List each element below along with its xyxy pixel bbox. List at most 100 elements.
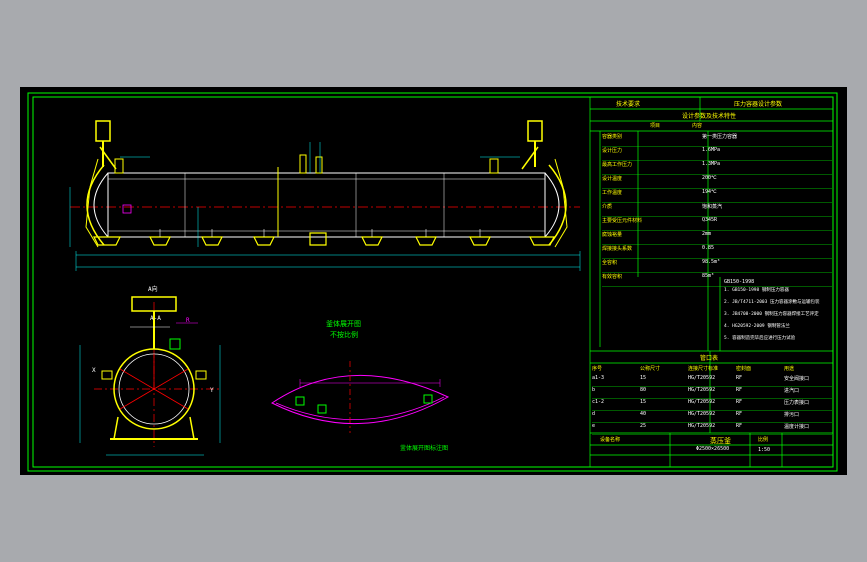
tb-nozzle-cell: HG/T20592 bbox=[688, 387, 716, 393]
outer-frame bbox=[27, 92, 838, 472]
tb-param-value: 85m³ bbox=[702, 273, 715, 279]
tb-param-label: 腐蚀裕量 bbox=[602, 232, 623, 238]
tb-nozzle-cell: 排污口 bbox=[784, 412, 800, 418]
tb-standards-list: 1. GB150-1998 钢制压力容器 2. JB/T4711-2003 压力容… bbox=[724, 287, 832, 347]
tb-param-value: 第一类压力容器 bbox=[702, 134, 738, 140]
radius-label: R bbox=[186, 317, 190, 324]
tb-param-row: 有效容积 85m³ bbox=[602, 273, 832, 287]
tb-param-value: 98.5m³ bbox=[702, 259, 721, 265]
tb-param-label: 最高工作压力 bbox=[602, 162, 633, 168]
tb-nozzle-cell: HG/T20592 bbox=[688, 411, 716, 417]
tb-standard-item: 5. 容器制造完毕后应进行压力试验 bbox=[724, 336, 796, 341]
tb-standard-item: 3. JB4708-2000 钢制压力容器焊接工艺评定 bbox=[724, 312, 819, 317]
tb-nozzle-cell: d bbox=[592, 411, 596, 417]
tb-param-value: 1.6MPa bbox=[702, 147, 721, 153]
tb-param-value: Q345R bbox=[702, 217, 718, 223]
tb-param-value: 饱和蒸汽 bbox=[702, 204, 723, 210]
tb-param-row: 焊接接头系数 0.85 bbox=[602, 245, 832, 259]
tb-nozzle-cell: 15 bbox=[640, 375, 647, 381]
tb-nozzle-col-header: 公称尺寸 bbox=[640, 366, 661, 372]
tb-param-value: 2mm bbox=[702, 231, 712, 237]
tb-nozzle-cell: HG/T20592 bbox=[688, 375, 716, 381]
tb-param-value: 200℃ bbox=[702, 175, 717, 181]
tb-nozzle-cell: e bbox=[592, 423, 596, 429]
title-block bbox=[589, 96, 834, 468]
tb-nozzle-row: e 25 HG/T20592 RF 温度计接口 bbox=[592, 423, 832, 435]
tb-drawing-no: Φ2500×26500 bbox=[696, 446, 730, 452]
tb-param-label: 焊接接头系数 bbox=[602, 246, 633, 252]
tb-nozzle-cell: 40 bbox=[640, 411, 647, 417]
tb-param-row: 腐蚀裕量 2mm bbox=[602, 231, 832, 245]
tb-param-label: 主要受压元件材料 bbox=[602, 218, 643, 224]
tb-nozzle-cols: 序号 公称尺寸 连接尺寸标准 密封面 用途 bbox=[592, 365, 832, 372]
tb-nozzle-cell: RF bbox=[736, 387, 743, 393]
tb-header-right: 压力容器设计参数 bbox=[734, 101, 783, 108]
tb-param-row: 介质 饱和蒸汽 bbox=[602, 203, 832, 217]
detail-label: A向 bbox=[148, 286, 158, 293]
tb-nozzle-cell: HG/T20592 bbox=[688, 423, 716, 429]
tb-nozzle-row: a1-3 15 HG/T20592 RF 安全阀接口 bbox=[592, 375, 832, 387]
tb-param-row: 容器类别 第一类压力容器 bbox=[602, 133, 832, 147]
tb-param-label: 有效容积 bbox=[602, 274, 623, 280]
mark-x: X bbox=[92, 367, 96, 374]
tb-nozzle-cell: 压力表接口 bbox=[784, 400, 810, 406]
bottom-caption: 釜体展开图标注图 bbox=[400, 445, 449, 452]
developed-view bbox=[271, 361, 450, 433]
tb-nozzle-cell: c1-2 bbox=[592, 399, 605, 405]
tb-nozzle-row: d 40 HG/T20592 RF 排污口 bbox=[592, 411, 832, 423]
tb-nozzle-cell: 25 bbox=[640, 423, 647, 429]
note-line-1: 釜体展开图 bbox=[326, 320, 361, 328]
tb-col-a: 项目 bbox=[650, 123, 661, 129]
tb-param-value: 194℃ bbox=[702, 189, 717, 195]
tb-nozzle-col-header: 序号 bbox=[592, 366, 603, 372]
tb-col-b: 内容 bbox=[692, 123, 703, 129]
tb-nozzle-cell: RF bbox=[736, 423, 743, 429]
tb-nozzle-col-header: 密封面 bbox=[736, 366, 752, 372]
tb-param-row: 设计温度 200℃ bbox=[602, 175, 832, 189]
tb-param-label: 容器类别 bbox=[602, 134, 623, 140]
tb-param-label: 工作温度 bbox=[602, 190, 623, 196]
section-view bbox=[79, 296, 221, 456]
tb-param-value: 0.85 bbox=[702, 245, 715, 251]
tb-nozzle-cell: b bbox=[592, 387, 596, 393]
mark-y: Y bbox=[210, 387, 214, 394]
tb-standard-item: 1. GB150-1998 钢制压力容器 bbox=[724, 288, 789, 293]
tb-nozzle-row: b 80 HG/T20592 RF 进汽口 bbox=[592, 387, 832, 399]
tb-nozzle-col-header: 连接尺寸标准 bbox=[688, 366, 719, 372]
tb-bottom-title: 蒸压釜 bbox=[710, 437, 731, 445]
tb-nozzle-cell: HG/T20592 bbox=[688, 399, 716, 405]
tb-param-label: 设计温度 bbox=[602, 176, 623, 182]
tb-standard-item: 2. JB/T4711-2003 压力容器涂敷与运输包装 bbox=[724, 300, 820, 305]
note-line-2: 不按比例 bbox=[330, 331, 358, 339]
cad-viewport[interactable]: A向 A-A R X Y 釜体展开图 不按比例 釜体展开图标注图 技术要求 压力… bbox=[20, 87, 847, 475]
tb-bottom-left: 设备名称 bbox=[600, 437, 621, 443]
tb-nozzle-cell: 80 bbox=[640, 387, 647, 393]
text-layer: A向 A-A R X Y 釜体展开图 不按比例 釜体展开图标注图 技术要求 压力… bbox=[20, 87, 847, 475]
cad-drawing bbox=[27, 92, 838, 472]
tb-nozzle-cell: 温度计接口 bbox=[784, 424, 810, 430]
tb-nozzle-header: 管口表 bbox=[700, 355, 719, 362]
tb-nozzle-cell: a1-3 bbox=[592, 375, 605, 381]
tb-param-row: 全容积 98.5m³ bbox=[602, 259, 832, 273]
tb-sub-header: 设计参数及技术特性 bbox=[682, 113, 737, 120]
tb-param-label: 全容积 bbox=[602, 260, 618, 266]
tb-nozzle-cell: 进汽口 bbox=[784, 388, 800, 394]
tb-standards-header: GB150-1998 bbox=[724, 279, 755, 285]
tb-nozzle-cell: 安全阀接口 bbox=[784, 376, 810, 382]
tb-param-label: 介质 bbox=[602, 204, 613, 210]
tb-nozzle-cell: RF bbox=[736, 411, 743, 417]
tb-param-row: 设计压力 1.6MPa bbox=[602, 147, 832, 161]
tb-param-value: 1.3MPa bbox=[702, 161, 721, 167]
tb-nozzle-cell: 15 bbox=[640, 399, 647, 405]
tb-standard-item: 4. HG20592-2009 钢制管法兰 bbox=[724, 324, 790, 329]
tb-param-row: 主要受压元件材料 Q345R bbox=[602, 217, 832, 231]
tb-nozzle-col-header: 用途 bbox=[784, 366, 795, 372]
tb-nozzle-row: c1-2 15 HG/T20592 RF 压力表接口 bbox=[592, 399, 832, 411]
vessel-elevation bbox=[69, 120, 581, 271]
tb-param-label: 设计压力 bbox=[602, 148, 623, 154]
tb-param-row: 最高工作压力 1.3MPa bbox=[602, 161, 832, 175]
tb-nozzle-cell: RF bbox=[736, 399, 743, 405]
tb-scale-label: 比例 bbox=[758, 437, 769, 443]
tb-nozzle-cell: RF bbox=[736, 375, 743, 381]
tb-param-row: 工作温度 194℃ bbox=[602, 189, 832, 203]
